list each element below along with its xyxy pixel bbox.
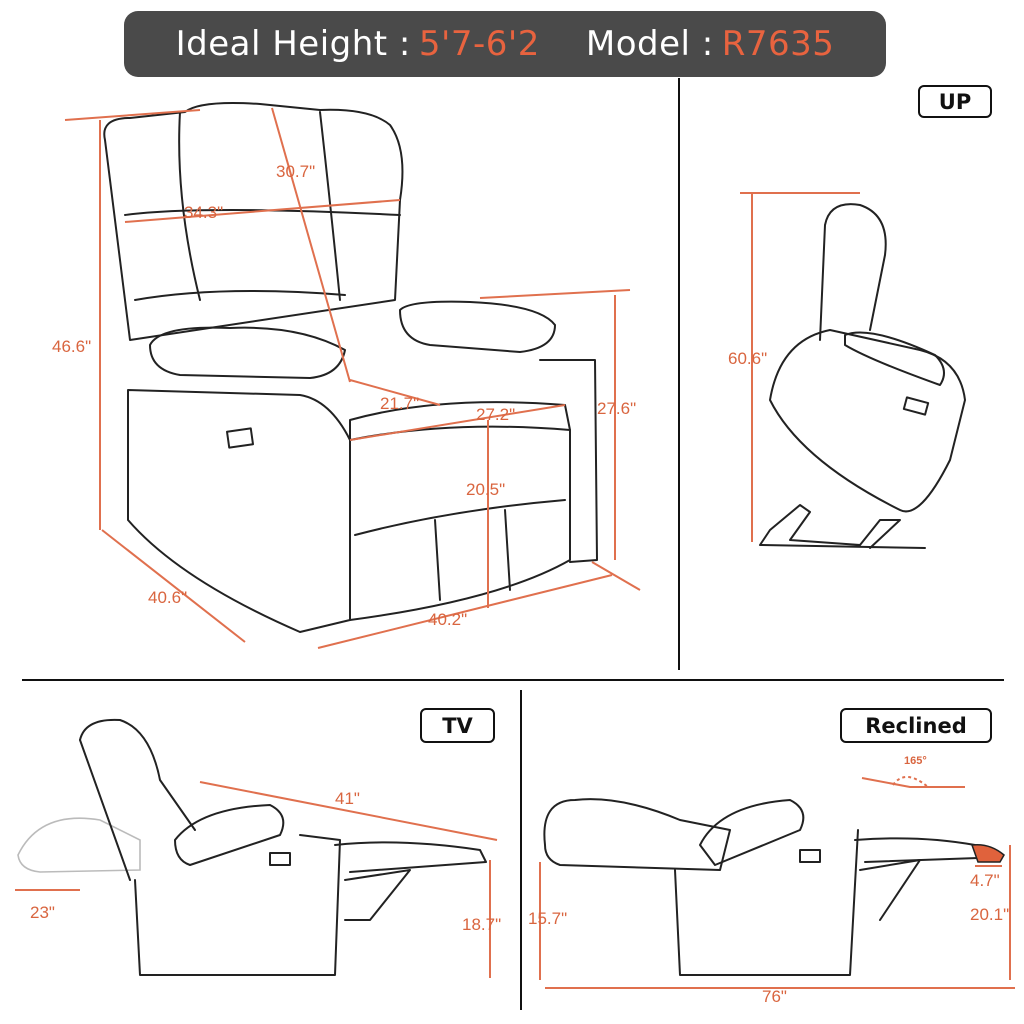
dim-tv-back-clearance: 23" (30, 903, 55, 922)
dim-seat-width: 27.2" (476, 405, 515, 424)
dim-reclined-length: 76" (762, 987, 787, 1006)
dim-reclined-seat-height: 15.7" (528, 909, 567, 928)
tv-chair-ghost (17, 817, 141, 873)
dim-footrest-height: 20.1" (970, 905, 1009, 924)
dim-width: 40.2" (428, 610, 467, 629)
model-label: Model : (585, 24, 714, 64)
reclined-dimension-lines (539, 845, 1015, 989)
tv-chair-drawing (79, 718, 487, 976)
up-chair-drawing (759, 203, 966, 549)
dim-backrest-height: 30.7" (276, 162, 315, 181)
dim-seat-height: 20.5" (466, 480, 505, 499)
main-chair-dimension-lines (64, 107, 641, 649)
label-reclined-view: Reclined (840, 708, 992, 743)
dim-overall-height: 46.6" (52, 337, 91, 356)
ideal-height-label: Ideal Height : (175, 24, 411, 64)
dim-arm-height: 27.6" (597, 399, 636, 418)
label-tv-view: TV (420, 708, 495, 743)
info-banner: Ideal Height : 5'7-6'2 Model : R7635 (124, 11, 886, 77)
angle-indicator (861, 776, 965, 788)
reclined-chair-drawing (543, 798, 1005, 976)
recline-angle: 165° (904, 755, 927, 767)
footrest-highlight (970, 843, 1005, 863)
dim-tv-length: 41" (335, 789, 360, 808)
dim-tv-height: 18.7" (462, 915, 501, 934)
model-value: R7635 (721, 24, 835, 64)
ideal-height-value: 5'7-6'2 (418, 24, 540, 64)
dim-up-height: 60.6" (728, 349, 767, 368)
dim-depth: 40.6" (148, 588, 187, 607)
dim-seat-depth: 21.7" (380, 394, 419, 413)
dim-back-width: 34.3" (184, 203, 223, 222)
dim-footrest-depth: 4.7" (970, 871, 1000, 890)
tv-dimension-lines (15, 781, 498, 978)
label-up-view: UP (918, 85, 992, 118)
main-chair-drawing (103, 102, 598, 633)
up-dimension-lines (740, 192, 860, 542)
